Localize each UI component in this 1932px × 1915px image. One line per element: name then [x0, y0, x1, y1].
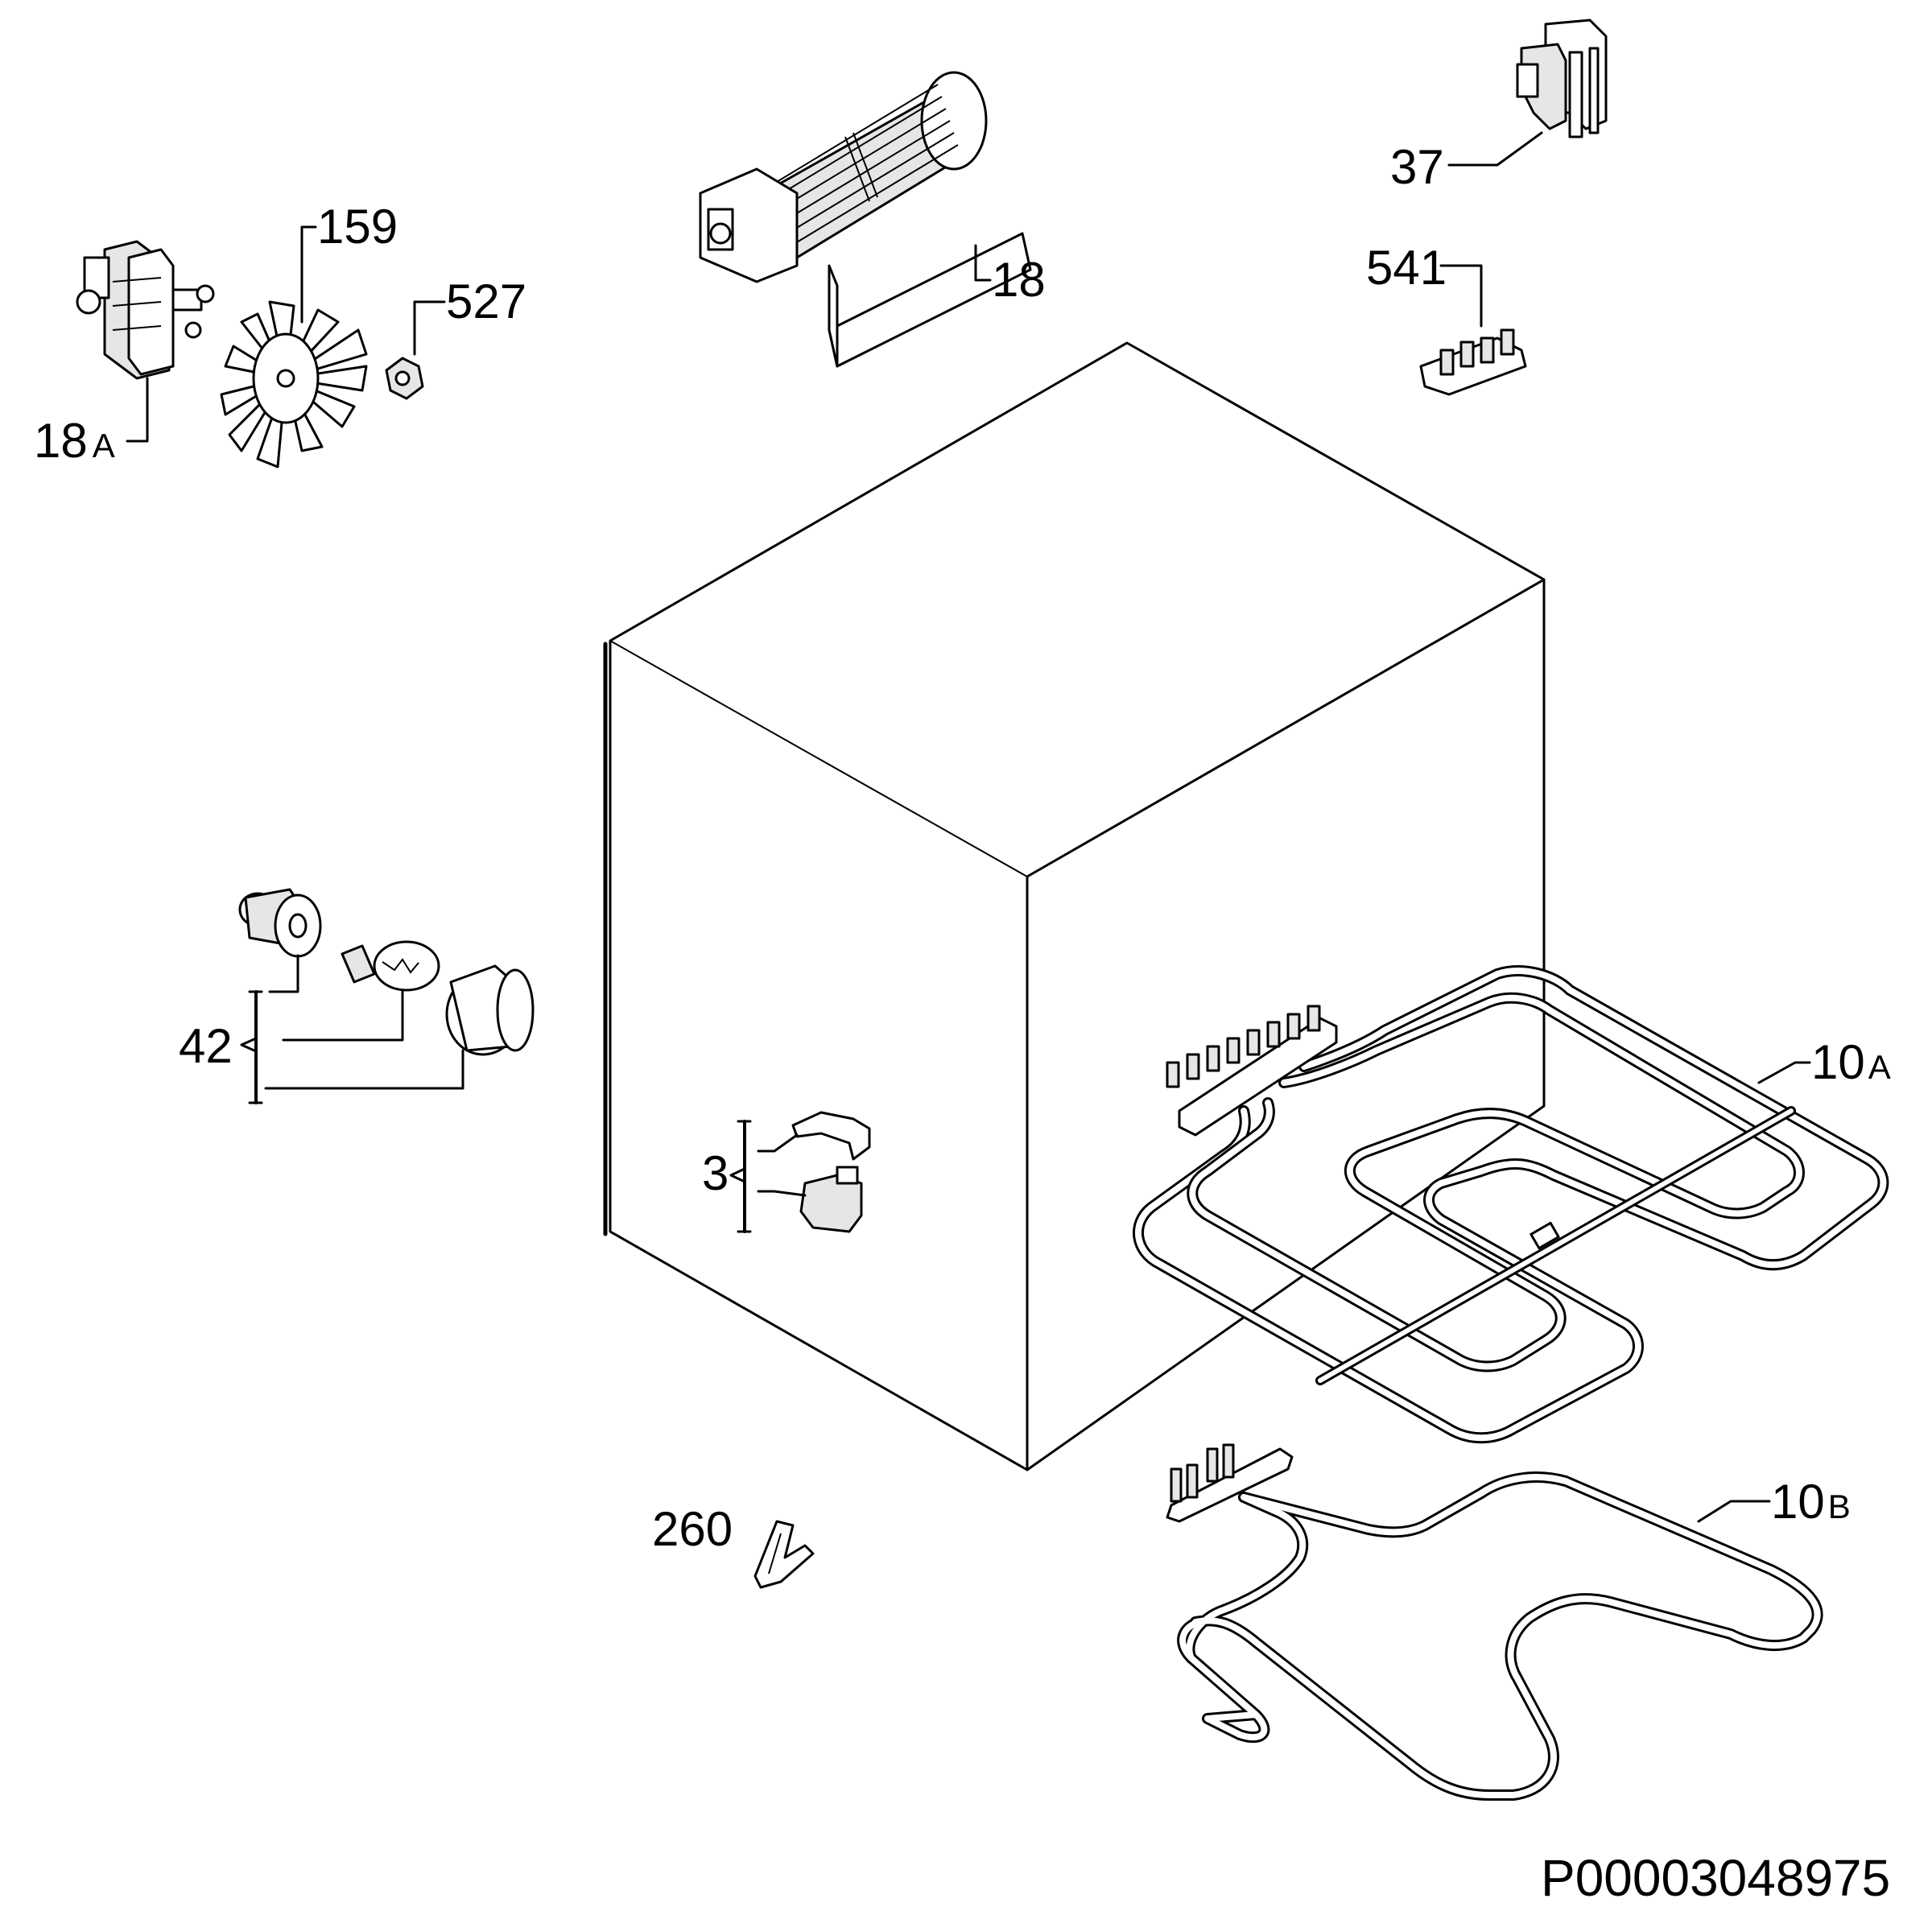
clip-set: [729, 1111, 871, 1233]
fan-housing: [699, 71, 1032, 368]
label-fan-housing: 18: [992, 253, 1046, 307]
label-terminal-block: 541: [1366, 241, 1447, 295]
label-spring-clip: 260: [652, 1502, 733, 1556]
switch: [1447, 19, 1608, 167]
label-clip-set: 3: [702, 1146, 729, 1200]
label-nut: 527: [446, 274, 526, 328]
lamp-assembly: [238, 888, 535, 1104]
nut: [385, 300, 446, 400]
fan-motor: [76, 240, 215, 443]
label-fan-blade: 159: [317, 200, 398, 254]
fan-blade: [220, 225, 368, 468]
label-lamp-assembly: 42: [179, 1019, 233, 1073]
label-grill-element: 10A: [1811, 1035, 1891, 1089]
document-id: P00003048975: [1541, 1849, 1890, 1907]
bottom-element: [1166, 1443, 1823, 1801]
spring-clip: [753, 1520, 815, 1589]
oven-cavity: [603, 341, 1546, 1471]
label-switch: 37: [1390, 140, 1444, 194]
label-bottom-element: 10B: [1771, 1475, 1851, 1529]
grill-element: [1133, 965, 1889, 1444]
terminal-block: [1419, 264, 1527, 396]
